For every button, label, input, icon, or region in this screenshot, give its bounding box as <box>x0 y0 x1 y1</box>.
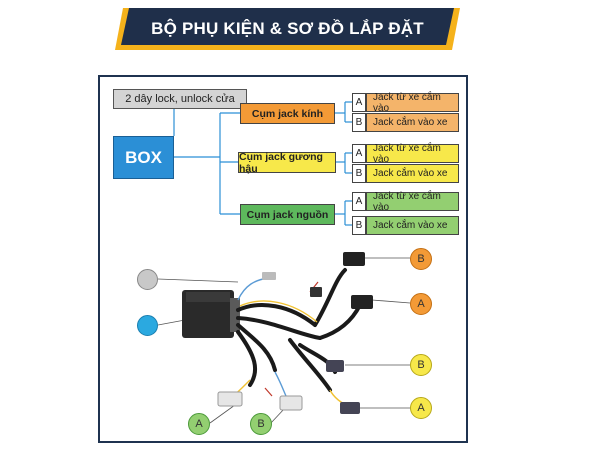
group-window-jack-a: Jack từ xe cắm vào <box>366 92 459 114</box>
control-box-icon <box>182 290 240 338</box>
group-power-letter-b: B <box>352 216 366 235</box>
marker-power-a: A <box>188 413 210 435</box>
group-mirror-letter-b: B <box>352 164 366 183</box>
title-banner: BỘ PHỤ KIỆN & SƠ ĐỒ LẮP ĐẶT <box>115 8 460 50</box>
group-mirror-letter-a: A <box>352 144 366 163</box>
group-power-letter-a: A <box>352 192 366 211</box>
banner-shape <box>115 8 460 50</box>
group-window-jack: Cụm jack kính <box>240 103 335 124</box>
group-power-jack-b: Jack cắm vào xe <box>366 216 459 235</box>
diagram-frame <box>98 75 468 443</box>
group-window-letter-a: A <box>352 93 366 112</box>
marker-box <box>137 315 158 336</box>
marker-mirror-b: B <box>410 354 432 376</box>
page-title: BỘ PHỤ KIỆN & SƠ ĐỒ LẮP ĐẶT <box>151 19 424 38</box>
group-power-jack: Cụm jack nguồn <box>240 204 335 225</box>
marker-lock-wire <box>137 269 158 290</box>
group-mirror-jack-b: Jack cắm vào xe <box>366 164 459 183</box>
group-window-letter-b: B <box>352 113 366 132</box>
marker-power-b: B <box>250 413 272 435</box>
group-mirror-jack: Cụm jack gương hậu <box>238 151 336 175</box>
group-mirror-jack-a: Jack từ xe cắm vào <box>366 143 459 165</box>
box-module: BOX <box>113 136 174 179</box>
group-power-jack-a: Jack từ xe cắm vào <box>366 191 459 213</box>
connector-icons <box>217 252 373 414</box>
marker-window-b: B <box>410 248 432 270</box>
marker-mirror-a: A <box>410 397 432 419</box>
group-window-jack-b: Jack cắm vào xe <box>366 113 459 132</box>
marker-window-a: A <box>410 293 432 315</box>
lock-unlock-label: 2 dây lock, unlock cửa <box>113 89 247 109</box>
